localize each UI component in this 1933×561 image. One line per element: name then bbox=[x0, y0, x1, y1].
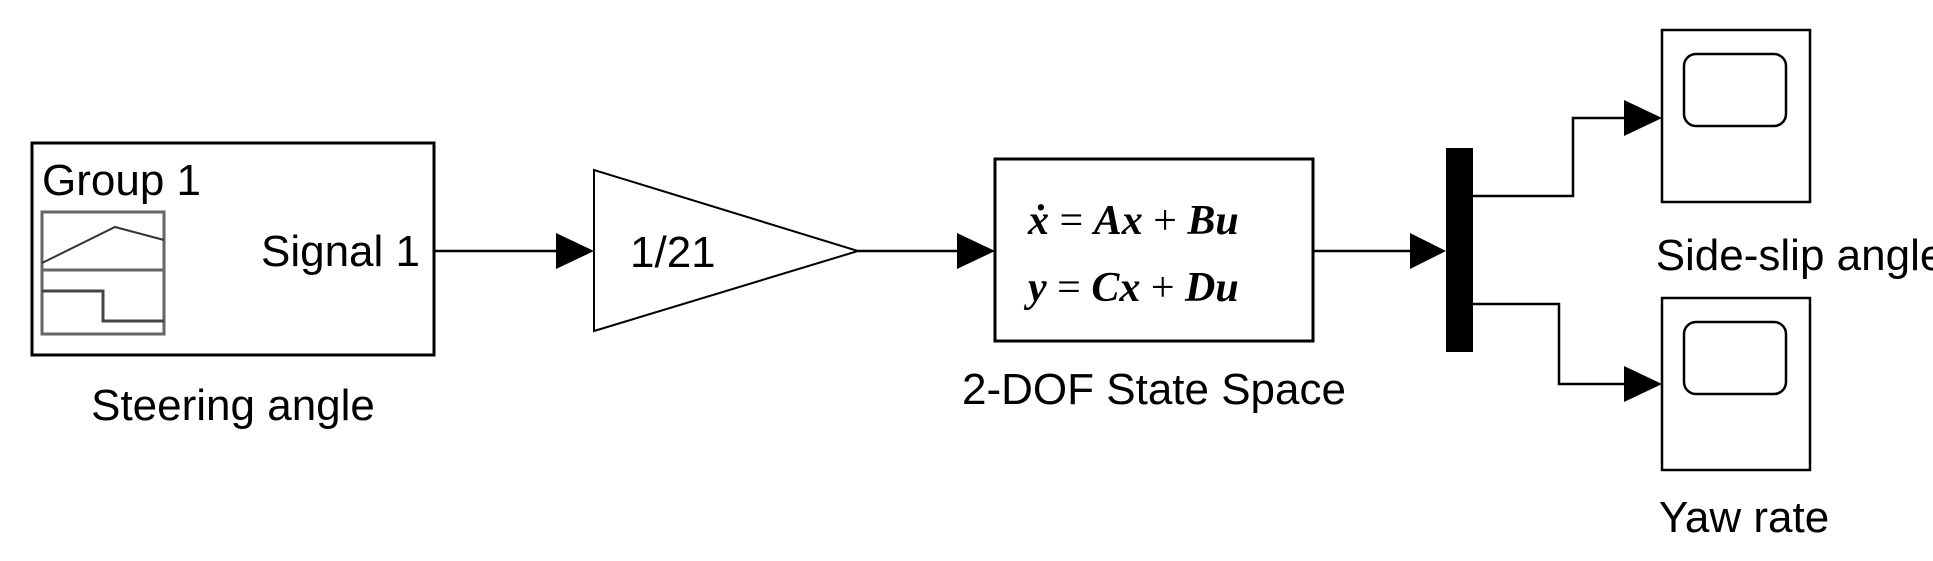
signal-builder-border bbox=[30, 141, 436, 357]
scope-1-name: Side-slip angle bbox=[1656, 231, 1933, 280]
state-space-border bbox=[993, 157, 1315, 343]
output-equation: y = Cx + Du bbox=[1023, 265, 1239, 311]
gain-value: 1/21 bbox=[630, 228, 716, 277]
signal-line-demux-to-scope-1[interactable] bbox=[1473, 116, 1624, 198]
scope-screen-icon bbox=[1682, 320, 1788, 396]
arrowhead-icon bbox=[1624, 366, 1662, 402]
signal-builder-block[interactable]: Group 1 Signal 1 bbox=[30, 141, 436, 357]
scope-screen-icon bbox=[1682, 52, 1788, 128]
signal-line-demux-to-scope-2[interactable] bbox=[1473, 302, 1624, 386]
arrowhead-icon bbox=[1410, 233, 1446, 269]
state-space-block-name: 2-DOF State Space bbox=[962, 365, 1346, 414]
scope-2-name: Yaw rate bbox=[1659, 493, 1829, 542]
arrowhead-icon bbox=[957, 233, 995, 269]
gain-triangle bbox=[593, 168, 862, 333]
scope-block-side-slip[interactable] bbox=[1660, 28, 1812, 204]
scope-block-yaw-rate[interactable] bbox=[1660, 296, 1812, 472]
state-equation: ẋ = Ax + Bu bbox=[1027, 198, 1239, 244]
state-space-block[interactable]: ẋ = Ax + Bu y = Cx + Du bbox=[993, 157, 1315, 343]
signal-waveform-icon bbox=[40, 210, 166, 336]
demux-block[interactable] bbox=[1446, 148, 1473, 352]
arrowhead-icon bbox=[556, 233, 594, 269]
signal-port-label: Signal 1 bbox=[261, 227, 420, 276]
gain-block[interactable]: 1/21 bbox=[593, 168, 862, 333]
source-block-name: Steering angle bbox=[91, 381, 375, 430]
arrowhead-icon bbox=[1624, 100, 1662, 136]
group-label: Group 1 bbox=[42, 156, 201, 205]
